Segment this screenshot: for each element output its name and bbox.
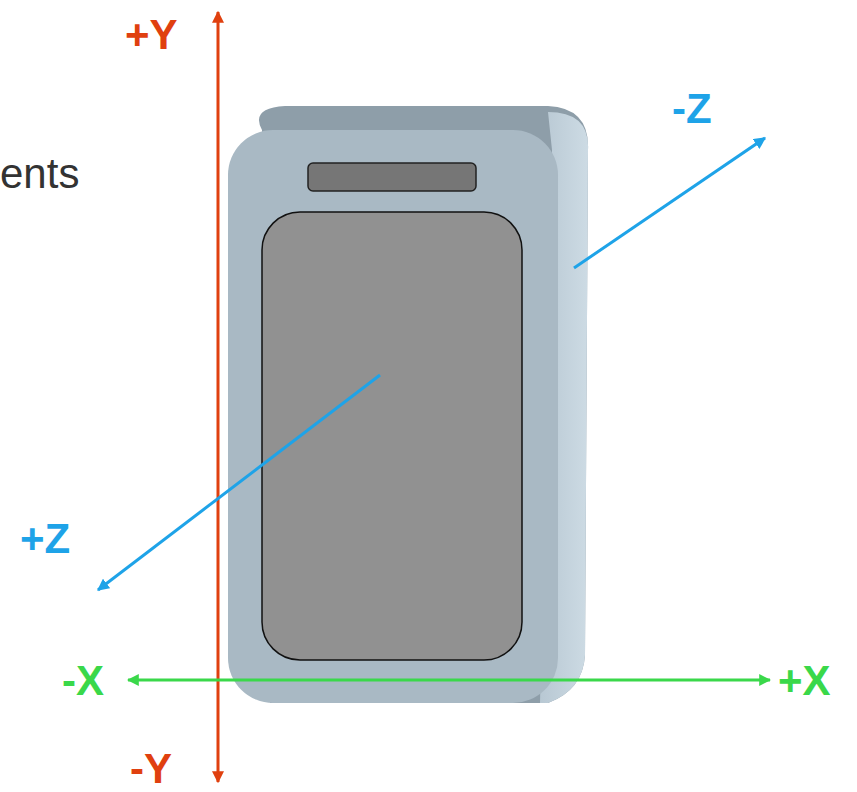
axis-label: -Y xyxy=(130,748,172,790)
axis-label: +Y xyxy=(125,14,178,56)
axis-label: -X xyxy=(62,660,104,702)
axis-label: +X xyxy=(778,660,831,702)
axis-label: +Z xyxy=(20,518,70,560)
cut-off-heading: ents xyxy=(0,153,79,195)
x-axis xyxy=(128,679,770,682)
z-axis-front xyxy=(98,375,380,590)
axis-label: -Z xyxy=(672,88,712,130)
z-axis-back xyxy=(574,138,765,268)
device-slot xyxy=(308,163,476,191)
y-axis xyxy=(217,12,220,782)
device-front xyxy=(228,130,558,703)
